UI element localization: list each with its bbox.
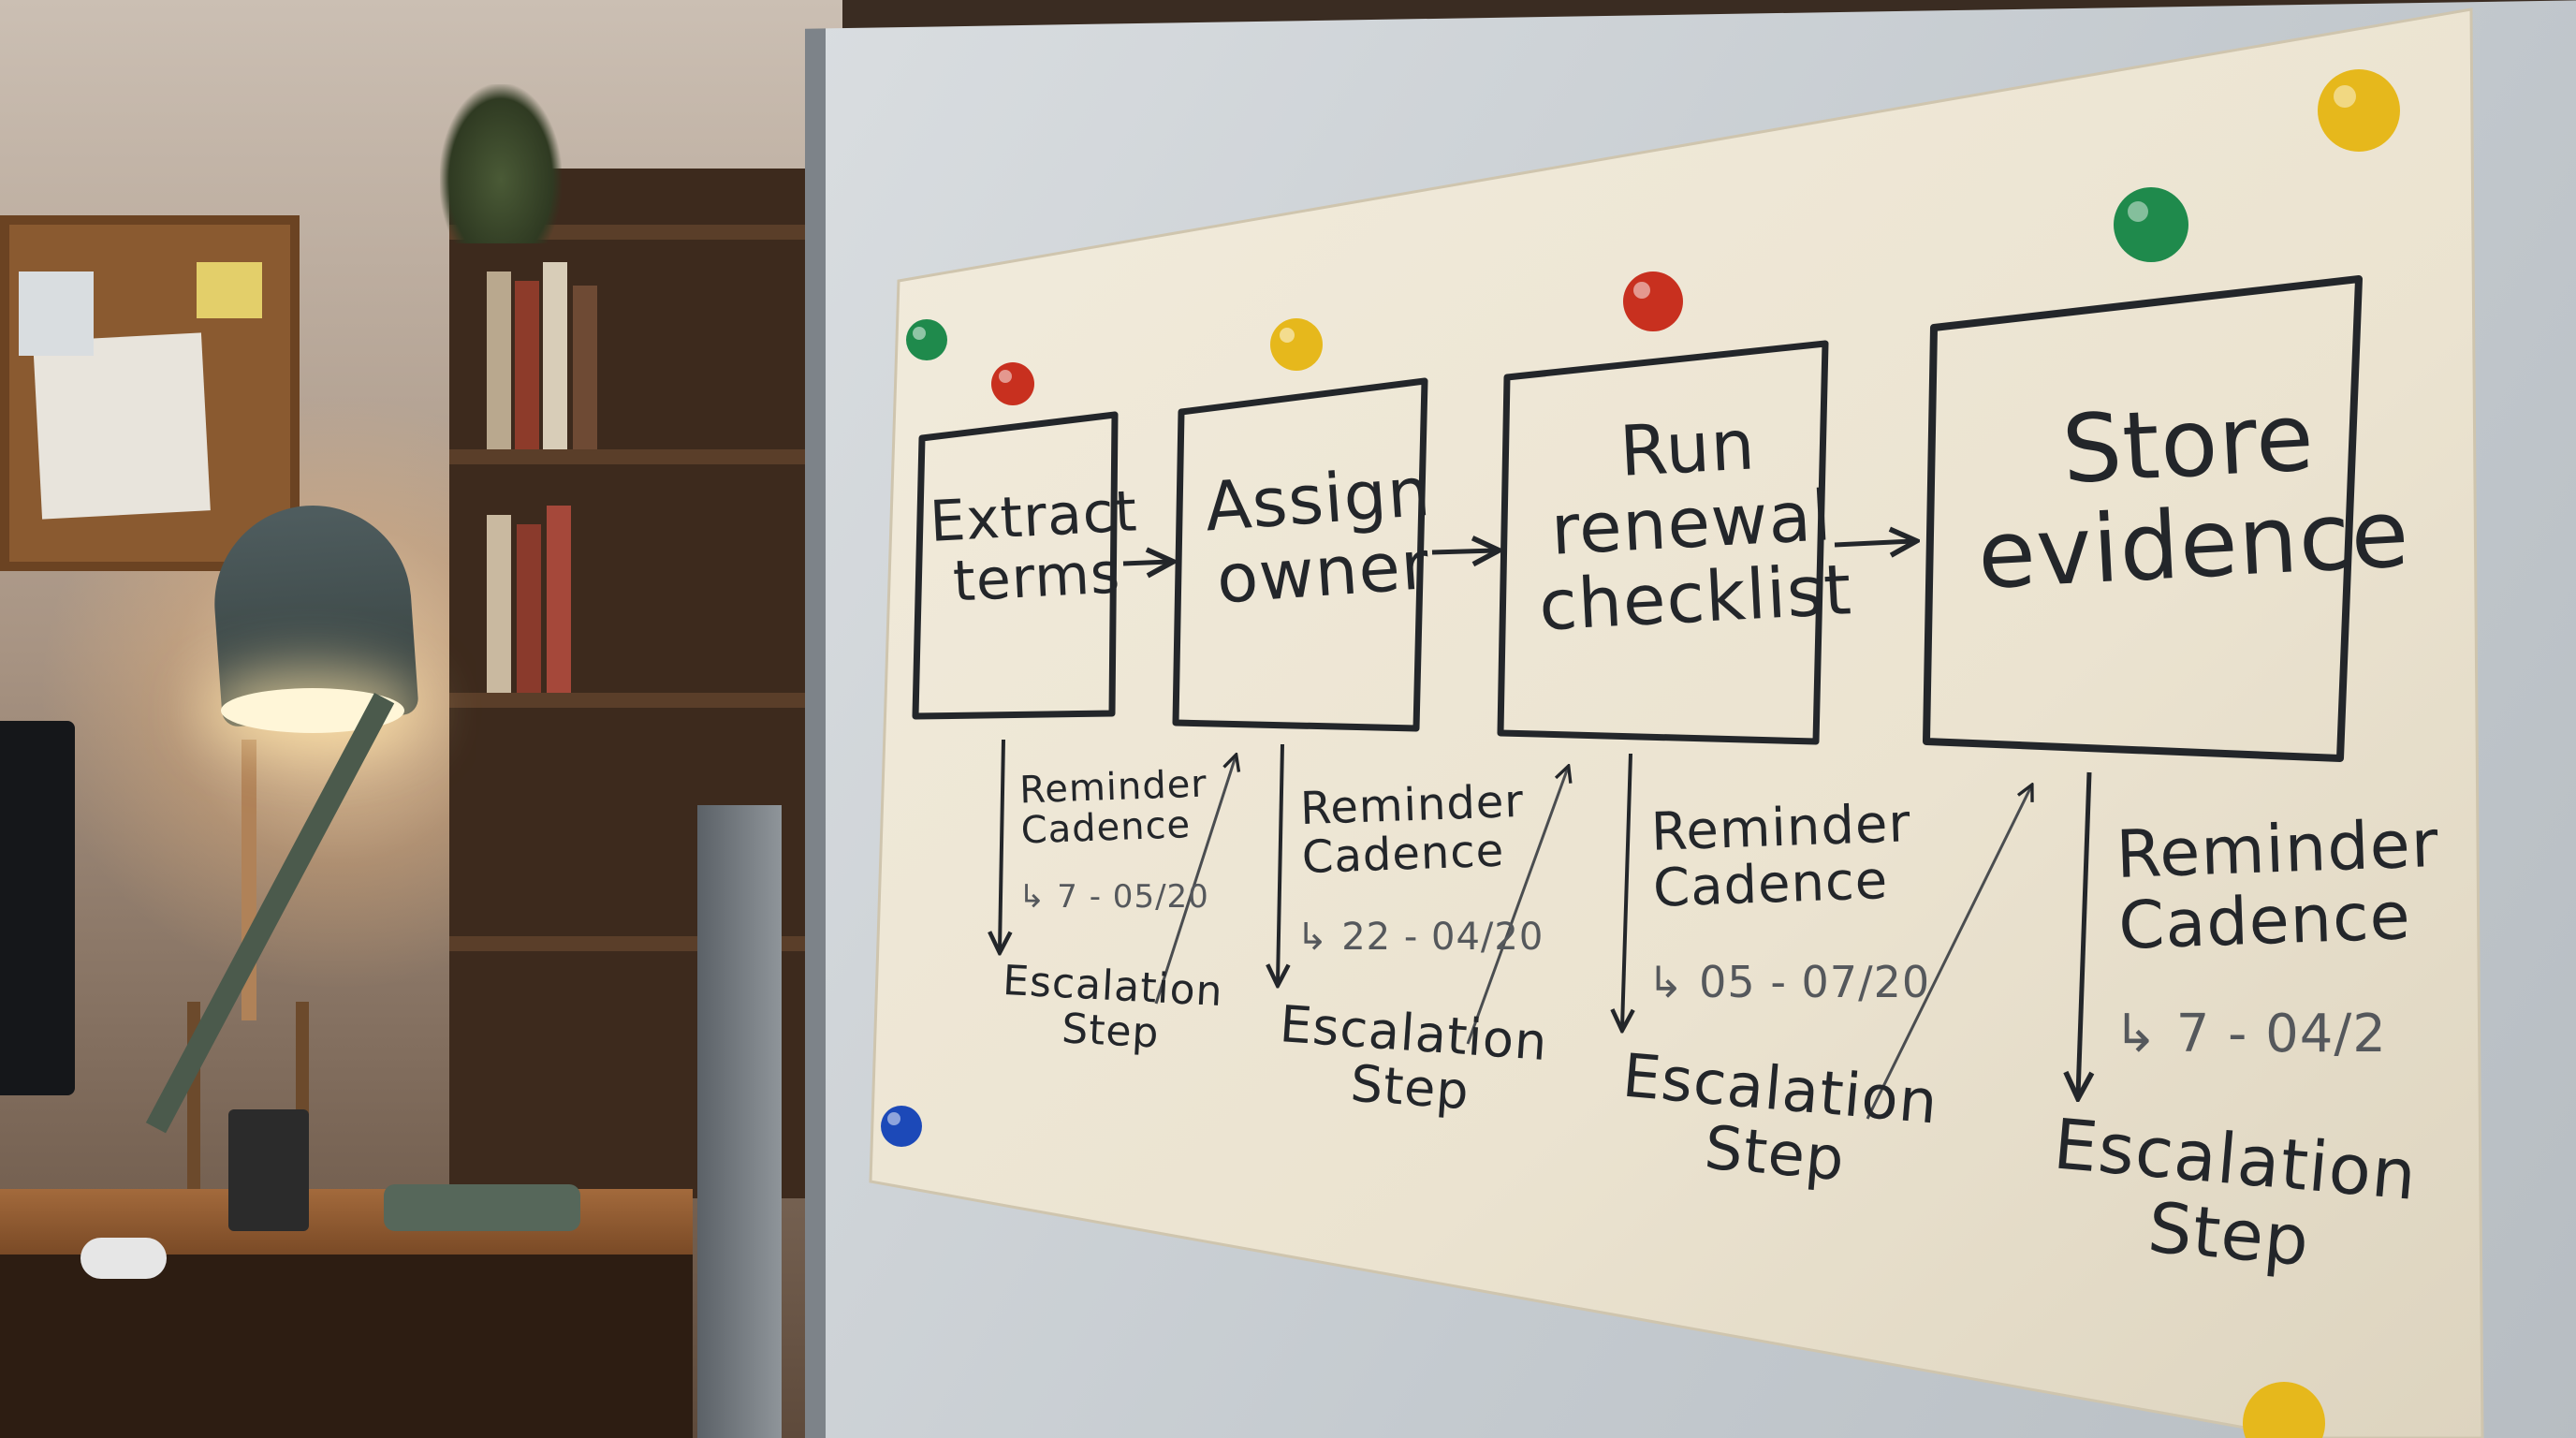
whiteboard-stand	[697, 805, 782, 1438]
book	[543, 262, 567, 449]
corkboard	[0, 215, 300, 571]
step-title-4: Store evidence	[1975, 382, 2412, 610]
book	[517, 524, 541, 693]
escalation-step-1: Escalation Step	[1002, 956, 1224, 1058]
shelf-board	[449, 449, 824, 464]
escalation-step-4: Escalation Step	[2050, 1104, 2421, 1283]
escalation-step-2: Escalation Step	[1278, 994, 1550, 1122]
step-title-3: Run renewal checklist	[1537, 404, 1854, 647]
desk-front	[0, 1255, 693, 1438]
reminder-date-2: ↳ 22 - 04/20	[1296, 916, 1544, 959]
book	[487, 515, 511, 693]
pencil-cup	[228, 1109, 309, 1231]
book	[487, 271, 511, 449]
book	[547, 506, 571, 693]
reminder-date-4: ↳ 7 - 04/2	[2114, 1004, 2387, 1064]
reminder-cadence-4: Reminder Cadence	[2115, 805, 2440, 964]
step-title-2: Assign owner	[1202, 451, 1434, 619]
reminder-cadence-1: Reminder Cadence	[1018, 762, 1208, 853]
pinned-note	[19, 271, 94, 356]
escalation-step-3: Escalation Step	[1619, 1041, 1941, 1196]
step-title-1: Extract terms	[928, 478, 1139, 615]
desk-lamp-base	[384, 1184, 580, 1231]
reminder-date-1: ↳ 7 - 05/20	[1018, 878, 1209, 916]
book	[573, 286, 597, 449]
sticky-note	[197, 262, 262, 318]
computer-monitor	[0, 721, 75, 1095]
shelf-board	[449, 693, 824, 708]
book	[515, 281, 539, 449]
potted-plant	[440, 84, 562, 243]
reminder-cadence-3: Reminder Cadence	[1649, 793, 1912, 920]
reminder-date-3: ↳ 05 - 07/20	[1647, 957, 1931, 1007]
pinned-note	[33, 332, 211, 520]
reminder-cadence-2: Reminder Cadence	[1299, 774, 1525, 884]
computer-mouse	[80, 1238, 167, 1279]
